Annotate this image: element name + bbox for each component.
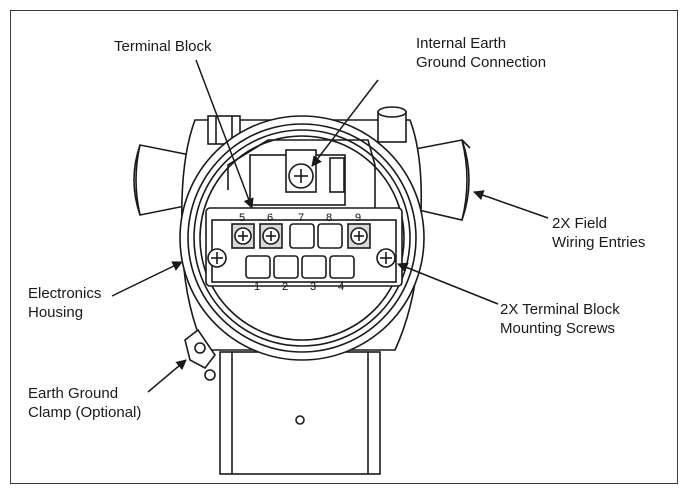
terminal-label-2: 2 (282, 281, 288, 293)
mounting-screw-right (376, 248, 396, 268)
mounting-screw-left (207, 248, 227, 268)
terminal-numbers: 5 6 7 8 9 1 2 3 4 (239, 212, 361, 293)
terminal-label-1: 1 (254, 281, 260, 293)
terminal-label-9: 9 (355, 212, 361, 224)
arrow-internal-earth (311, 79, 379, 167)
label-field-wiring: 2X Field Wiring Entries (552, 215, 646, 251)
terminal-label-4: 4 (338, 281, 344, 293)
terminal-3 (301, 255, 327, 279)
terminal-label-6: 6 (267, 212, 273, 224)
terminal-9 (347, 223, 371, 249)
terminal-4 (329, 255, 355, 279)
arrow-terminal-block (195, 59, 254, 209)
label-earth-ground-clamp: Earth Ground Clamp (Optional) (28, 385, 142, 421)
terminal-label-8: 8 (326, 212, 332, 224)
housing-neck (219, 351, 381, 475)
terminal-5 (231, 223, 255, 249)
arrow-mounting-screws (397, 262, 499, 305)
label-mounting-screws: 2X Terminal Block Mounting Screws (500, 301, 620, 337)
arrow-earth-clamp (147, 359, 187, 393)
label-internal-earth: Internal Earth Ground Connection (416, 35, 547, 71)
arrow-field-wiring (473, 190, 549, 219)
label-terminal-block: Terminal Block (114, 38, 212, 55)
neck-hole (295, 415, 305, 425)
terminal-6 (259, 223, 283, 249)
terminal-label-5: 5 (239, 212, 245, 224)
terminal-7 (289, 223, 315, 249)
terminal-1 (245, 255, 271, 279)
terminal-2 (273, 255, 299, 279)
terminal-label-7: 7 (298, 212, 304, 224)
arrow-electronics-housing (111, 261, 183, 297)
label-electronics-housing: Electronics Housing (28, 285, 102, 321)
terminal-label-3: 3 (310, 281, 316, 293)
terminal-8 (317, 223, 343, 249)
